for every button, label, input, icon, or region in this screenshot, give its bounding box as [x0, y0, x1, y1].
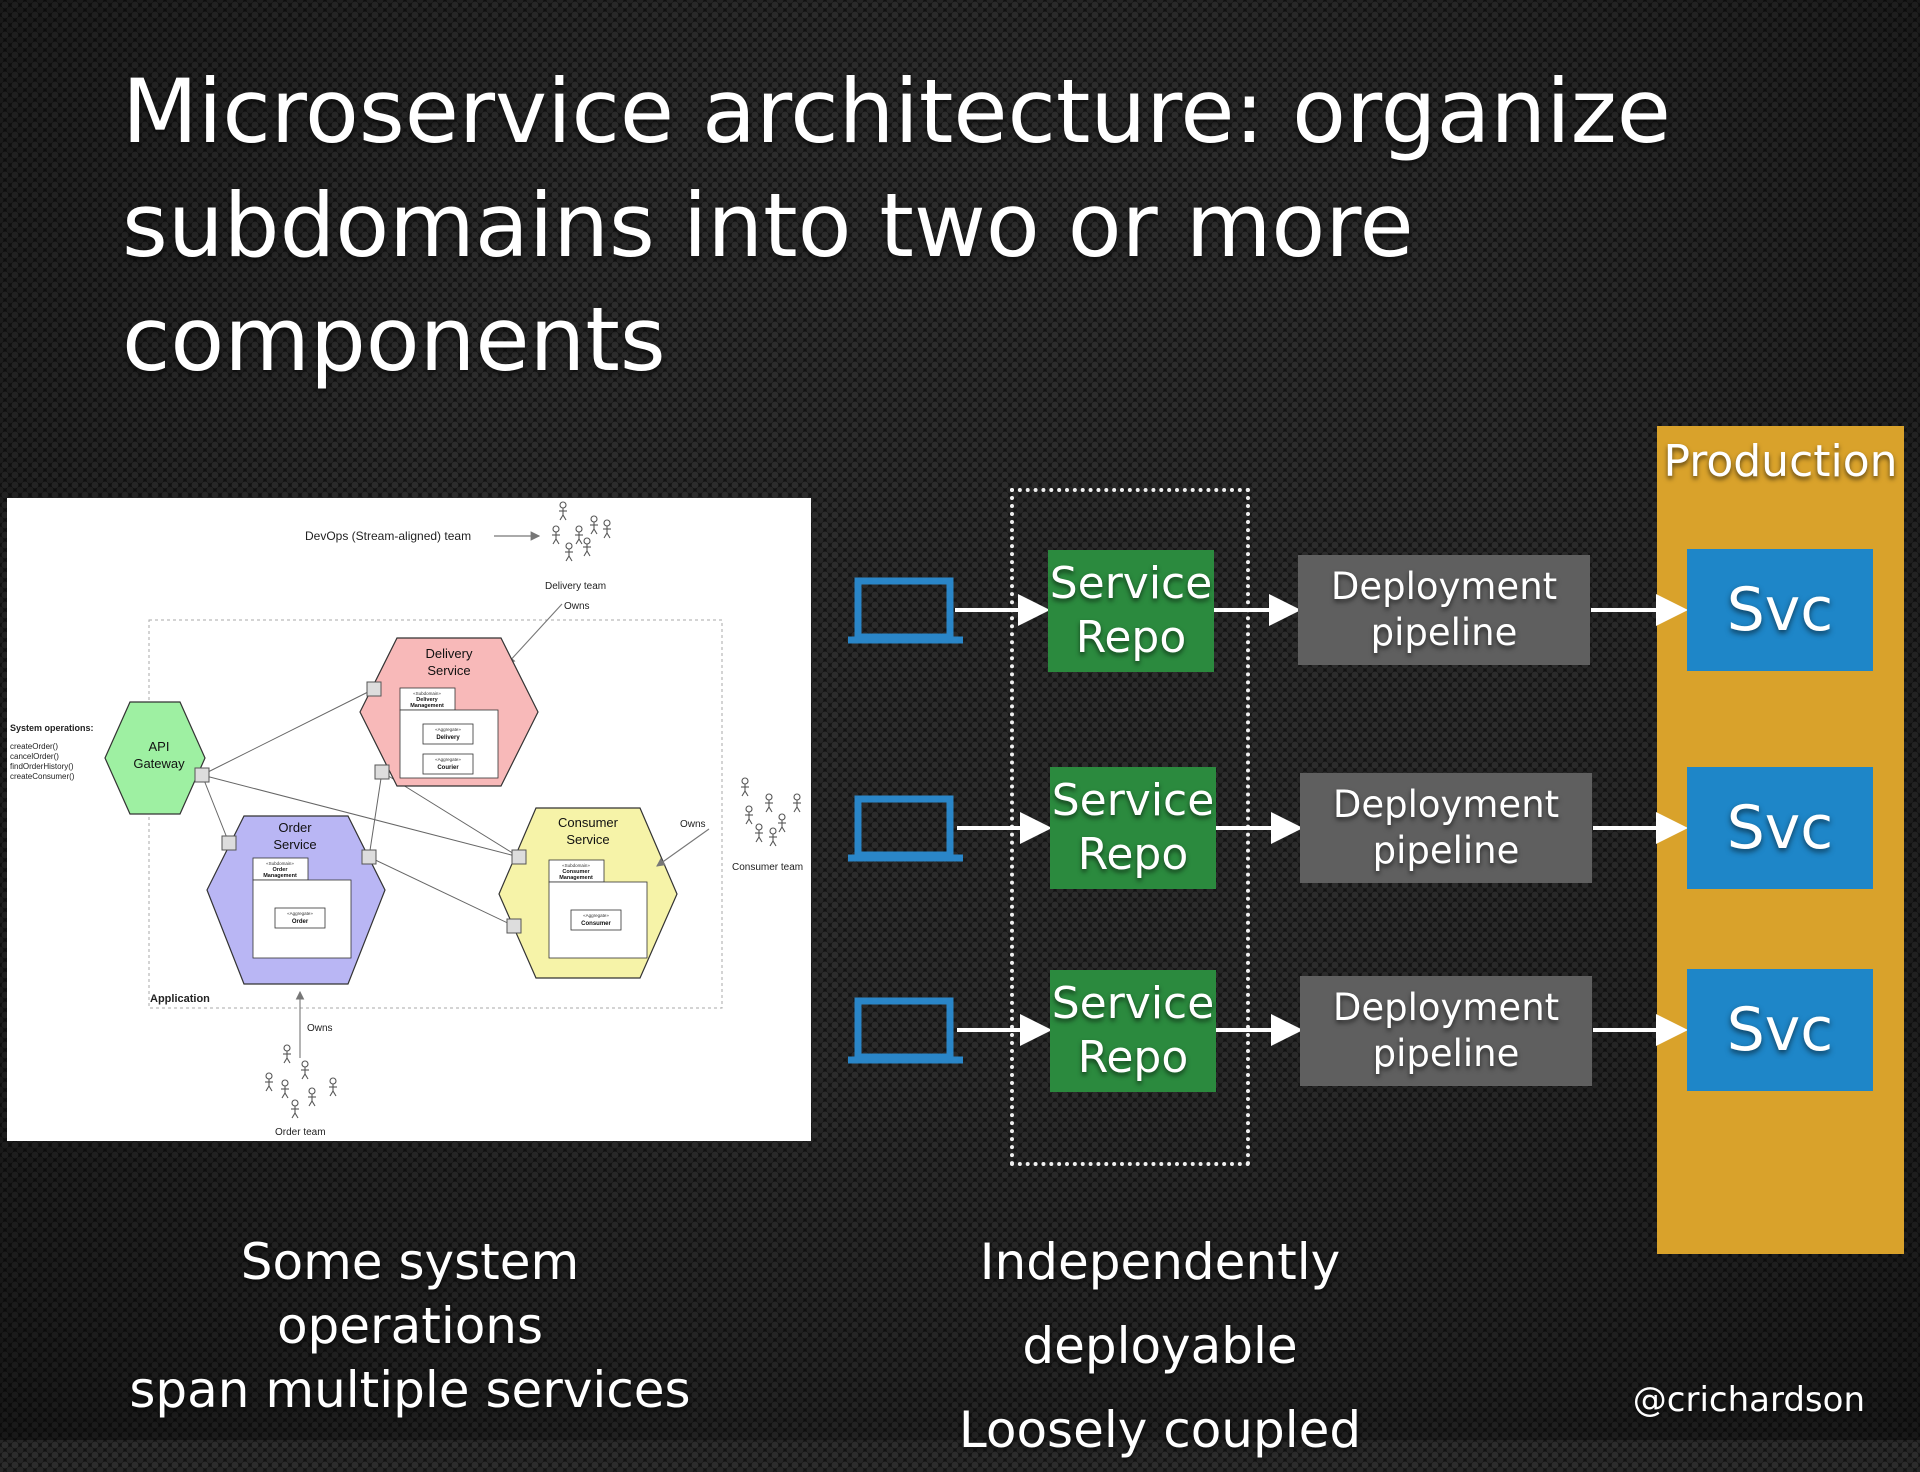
delivery-subdomain-name-1: Delivery [416, 697, 438, 703]
repo-label-line-1: Service [1051, 775, 1215, 826]
delivery-aggregate-box [422, 723, 474, 745]
laptop-icon [848, 795, 963, 862]
author-handle: @crichardson [1632, 1380, 1865, 1420]
repo-label-line-2: Repo [1075, 612, 1187, 663]
consumer-service-label-1: Consumer [558, 815, 619, 830]
stereotype-label: «Aggregate» [435, 757, 461, 762]
order-service-label-1: Order [278, 820, 312, 835]
consumer-subdomain-name-1: Consumer [562, 869, 590, 875]
courier-aggregate-box [422, 753, 474, 775]
repo-label-line-2: Repo [1077, 829, 1189, 880]
pipeline-label-line-1: Deployment [1332, 783, 1560, 826]
consumer-aggregate-name: Consumer [581, 921, 611, 927]
api-gateway-label-2: Gateway [133, 756, 185, 771]
consumer-owns-label: Owns [680, 819, 706, 830]
svc-box: Svc [1687, 767, 1873, 889]
architecture-diagram-svg: Application DevOps (Stream-aligned) team… [10, 501, 803, 1138]
pipeline-label-line-2: pipeline [1370, 611, 1518, 654]
repo-label-line-2: Repo [1077, 1032, 1189, 1083]
delivery-service-label-1: Delivery [426, 646, 473, 661]
right-caption-line-1: Independently deployable [979, 1233, 1341, 1375]
stereotype-label: «Subdomain» [562, 863, 590, 868]
svc-box: Svc [1687, 549, 1873, 671]
stereotype-label: «Subdomain» [266, 861, 294, 866]
laptop-icon [848, 577, 963, 644]
delivery-subdomain-name-2: Management [410, 703, 444, 709]
left-caption: Some system operations span multiple ser… [110, 1230, 710, 1422]
order-service-label-2: Service [273, 837, 316, 852]
repo-label-line-1: Service [1049, 558, 1213, 609]
order-subdomain-name-2: Management [263, 873, 297, 879]
pipeline-label-line-2: pipeline [1372, 829, 1520, 872]
order-aggregate-box [274, 907, 326, 929]
system-operation: createOrder() [10, 742, 58, 751]
system-operation: createConsumer() [10, 772, 75, 781]
stereotype-label: «Aggregate» [435, 727, 461, 732]
pipeline-label-line-2: pipeline [1372, 1032, 1520, 1075]
consumer-owns-arrow [656, 828, 710, 867]
stereotype-label: «Aggregate» [583, 913, 609, 918]
slide-title: Microservice architecture: organize subd… [122, 55, 1722, 397]
architecture-diagram-panel: Application DevOps (Stream-aligned) team… [7, 498, 811, 1141]
delivery-owns-label: Owns [564, 601, 590, 612]
title-line-2: subdomains into two or more [122, 174, 1414, 277]
stereotype-label: «Aggregate» [287, 911, 313, 916]
production-label: Production [1663, 436, 1898, 487]
order-aggregate-name: Order [292, 919, 309, 925]
repo-label-line-1: Service [1051, 978, 1215, 1029]
consumer-service-label-2: Service [566, 832, 609, 847]
api-gateway-label-1: API [149, 739, 170, 754]
api-gateway-hexagon [104, 701, 206, 815]
order-owns-label: Owns [307, 1023, 333, 1034]
left-caption-line-2: span multiple services [129, 1361, 691, 1419]
pipeline-label-line-1: Deployment [1332, 986, 1560, 1029]
service-ports [194, 681, 527, 934]
consumer-team-label: Consumer team [732, 862, 803, 873]
laptop-icon [848, 997, 963, 1064]
delivery-owns-arrow [506, 603, 563, 665]
order-team-label: Order team [275, 1127, 326, 1138]
order-subdomain-name-1: Order [273, 867, 289, 873]
devops-team-label: DevOps (Stream-aligned) team [305, 529, 471, 543]
delivery-aggregate-name: Delivery [436, 735, 460, 741]
consumer-aggregate-box [570, 909, 622, 931]
pipeline-label-line-1: Deployment [1330, 565, 1558, 608]
consumer-subdomain-name-2: Management [559, 875, 593, 881]
system-operations-title: System operations: [10, 723, 94, 733]
application-label: Application [150, 993, 210, 1005]
system-operation: findOrderHistory() [10, 762, 74, 771]
stereotype-label: «Subdomain» [413, 691, 441, 696]
title-line-3: components [122, 288, 666, 391]
pipeline-arrows [848, 577, 1688, 1064]
svc-box: Svc [1687, 969, 1873, 1091]
left-caption-line-1: Some system operations [240, 1233, 580, 1355]
delivery-team-label: Delivery team [545, 581, 606, 592]
title-line-1: Microservice architecture: organize [122, 60, 1671, 163]
system-operation: cancelOrder() [10, 752, 59, 761]
delivery-service-label-2: Service [427, 663, 470, 678]
courier-aggregate-name: Courier [437, 765, 459, 771]
